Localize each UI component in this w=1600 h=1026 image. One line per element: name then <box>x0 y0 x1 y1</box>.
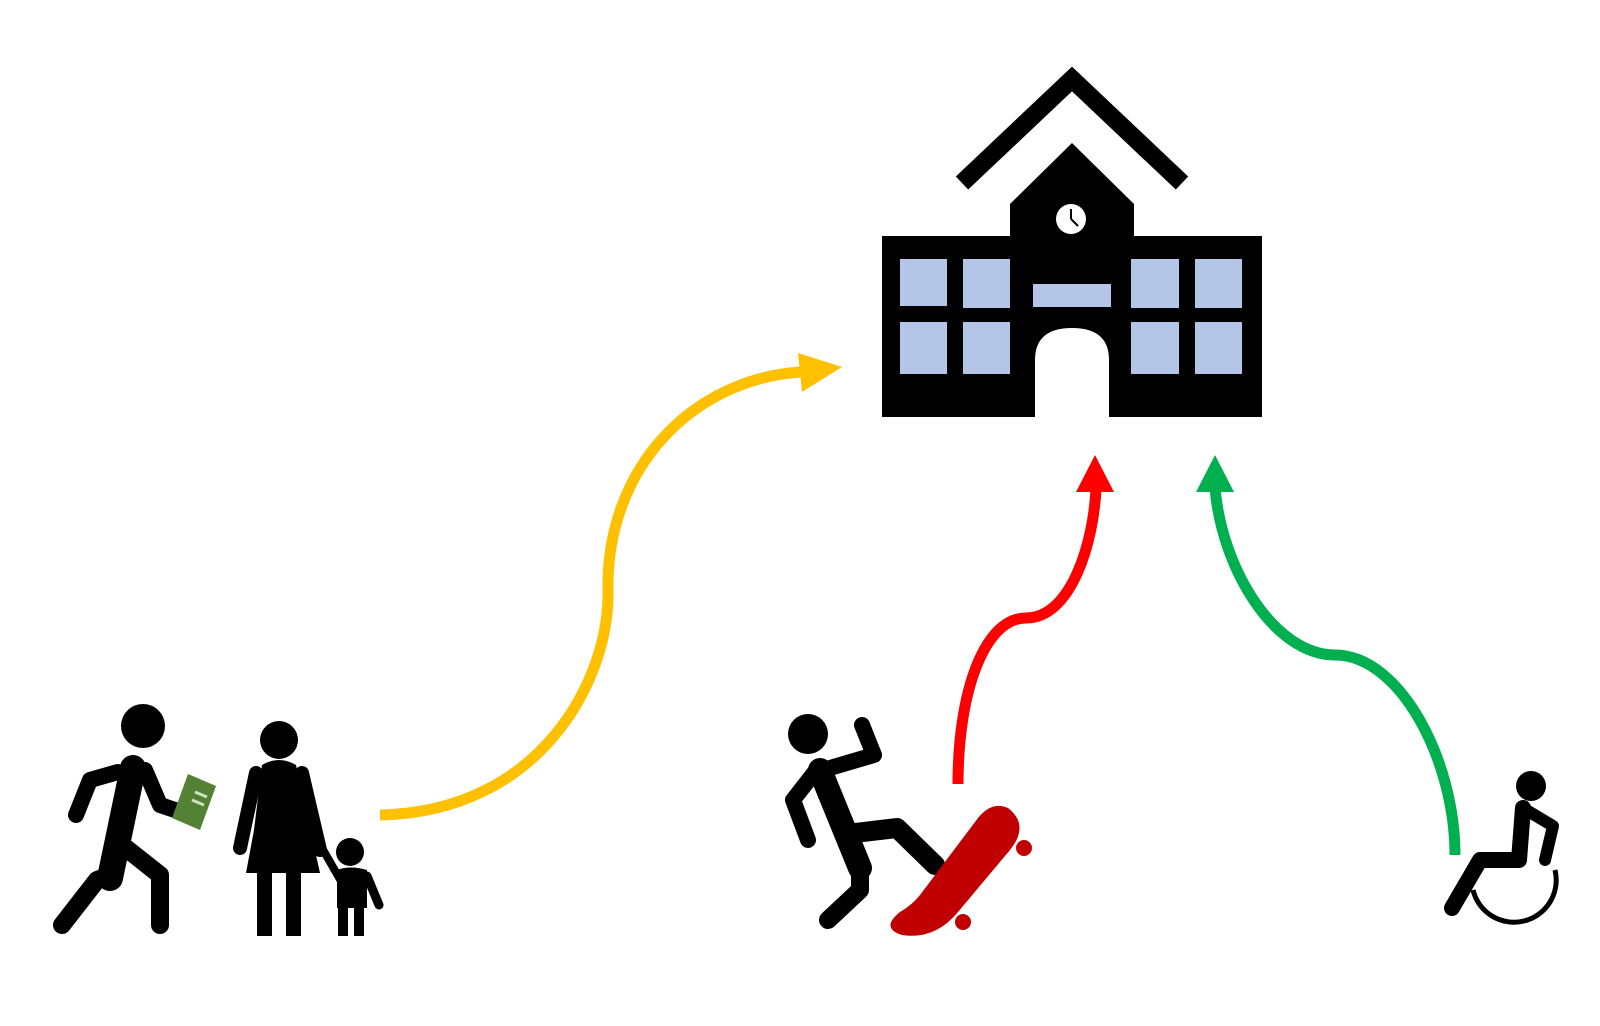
falling-skateboarder-icon <box>785 714 945 929</box>
school-icon <box>882 66 1262 417</box>
book-icon <box>172 774 216 830</box>
school-roof <box>955 66 1189 190</box>
school-tower <box>1010 143 1134 240</box>
school-door <box>1035 328 1109 417</box>
family-icon <box>233 721 384 936</box>
walk-to-school-arrow <box>379 353 842 821</box>
school-windows <box>900 259 1242 374</box>
wheelchair-user-icon <box>1444 771 1559 925</box>
clock-icon <box>1056 204 1086 234</box>
wheelchair-access-arrow <box>1196 455 1461 856</box>
walking-student-icon <box>53 704 198 934</box>
skateboard-fall-arrow <box>952 455 1114 785</box>
skateboard-icon <box>890 805 1032 936</box>
